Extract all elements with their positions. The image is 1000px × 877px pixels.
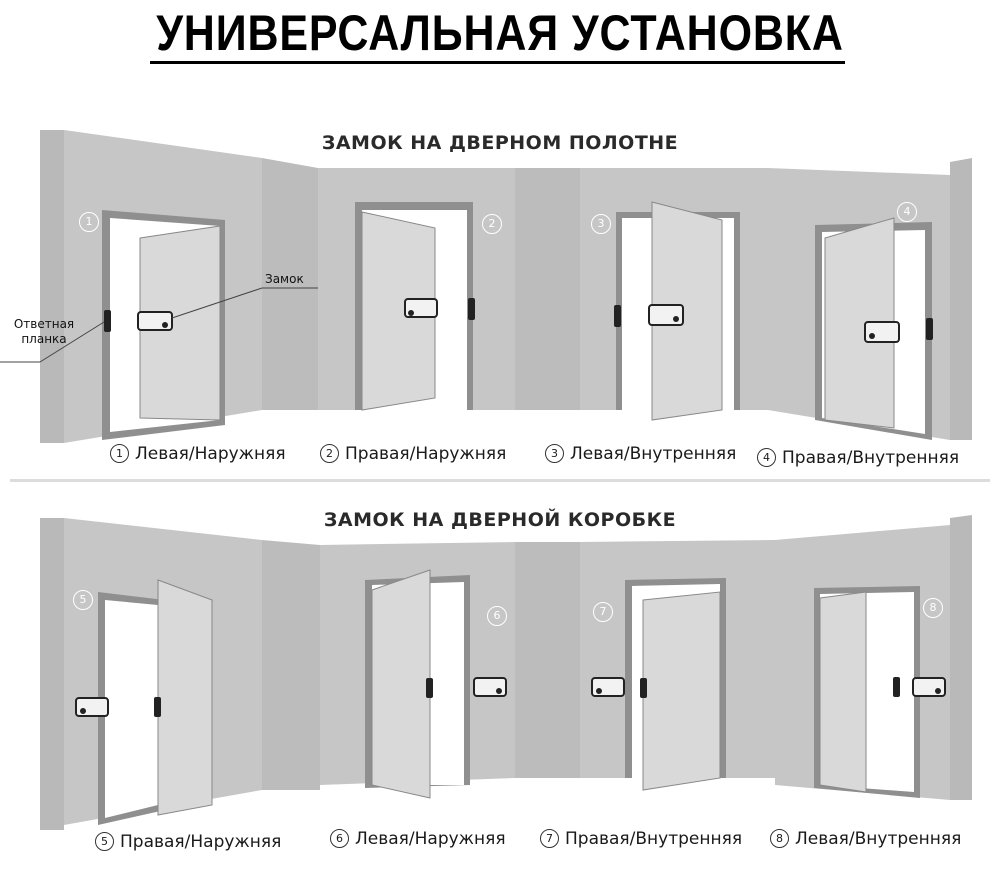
- option-caption: 7 Правая/Внутренняя: [540, 829, 742, 849]
- option-number: 7: [540, 829, 559, 848]
- option-caption: 1 Левая/Наружняя: [110, 444, 286, 464]
- option-label: Левая/Наружняя: [355, 829, 506, 849]
- door-number-badge: 7: [593, 602, 613, 622]
- option-number: 1: [110, 444, 129, 463]
- door-leaf-heading: ЗАМОК НА ДВЕРНОМ ПОЛОТНЕ: [321, 132, 679, 154]
- option-number: 4: [757, 448, 776, 467]
- option-number: 8: [770, 829, 789, 848]
- option-label: Правая/Наружняя: [345, 444, 507, 464]
- door-frame-illustration: [40, 515, 972, 830]
- door-number-badge: 8: [923, 598, 943, 618]
- lock-callout: Замок: [265, 272, 304, 286]
- door-number-badge: 1: [79, 212, 99, 232]
- option-label: Правая/Наружняя: [120, 832, 282, 852]
- option-number: 2: [320, 444, 339, 463]
- option-label: Правая/Внутренняя: [565, 829, 743, 849]
- option-label: Правая/Внутренняя: [782, 448, 960, 468]
- option-caption: 5 Правая/Наружняя: [95, 832, 281, 852]
- door-number-badge: 3: [591, 214, 611, 234]
- page-title: УНИВЕРСАЛЬНАЯ УСТАНОВКА: [156, 5, 844, 61]
- option-caption: 8 Левая/Внутренняя: [770, 829, 961, 849]
- door-number-badge: 6: [487, 606, 507, 626]
- option-label: Левая/Внутренняя: [795, 829, 962, 849]
- option-label: Левая/Внутренняя: [570, 444, 737, 464]
- option-caption: 4 Правая/Внутренняя: [757, 448, 959, 468]
- title-underline: [150, 61, 845, 64]
- door-number-badge: 4: [897, 202, 917, 222]
- option-caption: 3 Левая/Внутренняя: [545, 444, 736, 464]
- door-frame-heading: ЗАМОК НА ДВЕРНОЙ КОРОБКЕ: [323, 509, 677, 531]
- door-leaf-illustration: [0, 130, 972, 443]
- option-number: 6: [330, 829, 349, 848]
- door-number-badge: 2: [482, 214, 502, 234]
- strike-plate-callout: Ответная планка: [13, 317, 75, 346]
- door-number-badge: 5: [73, 590, 93, 610]
- option-number: 5: [95, 832, 114, 851]
- option-label: Левая/Наружняя: [135, 444, 286, 464]
- door-leaf-section: ЗАМОК НА ДВЕРНОМ ПОЛОТНЕ 1 2 3 4 Замок О…: [0, 130, 972, 468]
- option-number: 3: [545, 444, 564, 463]
- option-caption: 2 Правая/Наружняя: [320, 444, 506, 464]
- section-divider: [10, 479, 990, 482]
- option-caption: 6 Левая/Наружняя: [330, 829, 506, 849]
